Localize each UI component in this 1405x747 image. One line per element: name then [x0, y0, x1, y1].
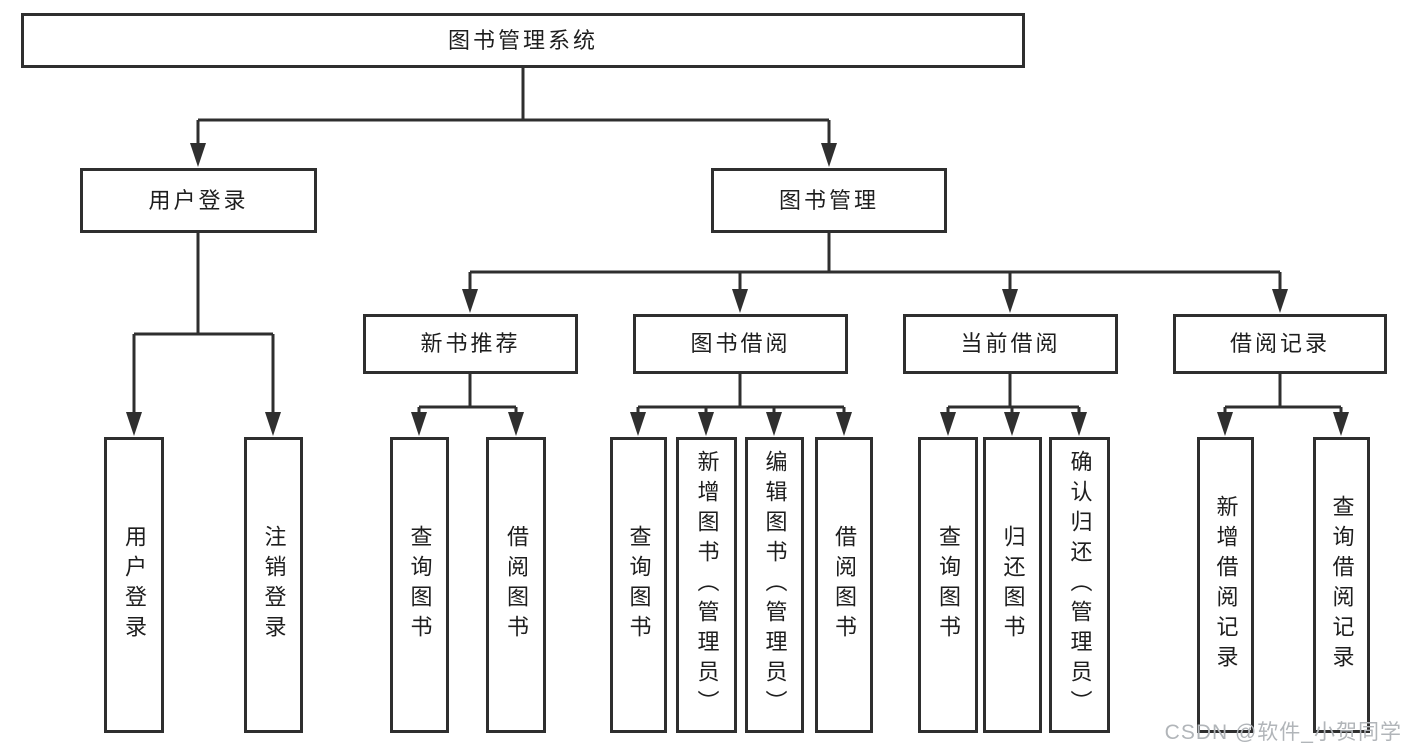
node-user-login: 用户登录: [80, 168, 317, 233]
node-user-login-leaf: 用户登录: [104, 437, 164, 733]
watermark: CSDN @软件_小贺同学: [1164, 721, 1402, 744]
node-borrowing-records: 借阅记录: [1173, 314, 1387, 374]
node-confirm-return-admin: 确认归还（管理员）: [1049, 437, 1110, 733]
node-add-book-admin: 新增图书（管理员）: [676, 437, 737, 733]
node-query-books-recommend: 查询图书: [390, 437, 449, 733]
node-borrow-books-borrow: 借阅图书: [815, 437, 873, 733]
node-query-books-borrow: 查询图书: [610, 437, 667, 733]
node-book-borrowing: 图书借阅: [633, 314, 848, 374]
node-borrow-books-recommend: 借阅图书: [486, 437, 546, 733]
node-book-management: 图书管理: [711, 168, 947, 233]
node-library-management-system: 图书管理系统: [21, 13, 1025, 68]
node-new-book-recommendation: 新书推荐: [363, 314, 578, 374]
node-logout: 注销登录: [244, 437, 303, 733]
node-current-borrowing: 当前借阅: [903, 314, 1118, 374]
arrowheads: [126, 143, 1349, 436]
node-add-borrow-record: 新增借阅记录: [1197, 437, 1254, 733]
node-query-borrow-record: 查询借阅记录: [1313, 437, 1370, 733]
node-return-books: 归还图书: [983, 437, 1042, 733]
node-edit-book-admin: 编辑图书（管理员）: [745, 437, 804, 733]
node-query-books-current: 查询图书: [918, 437, 978, 733]
